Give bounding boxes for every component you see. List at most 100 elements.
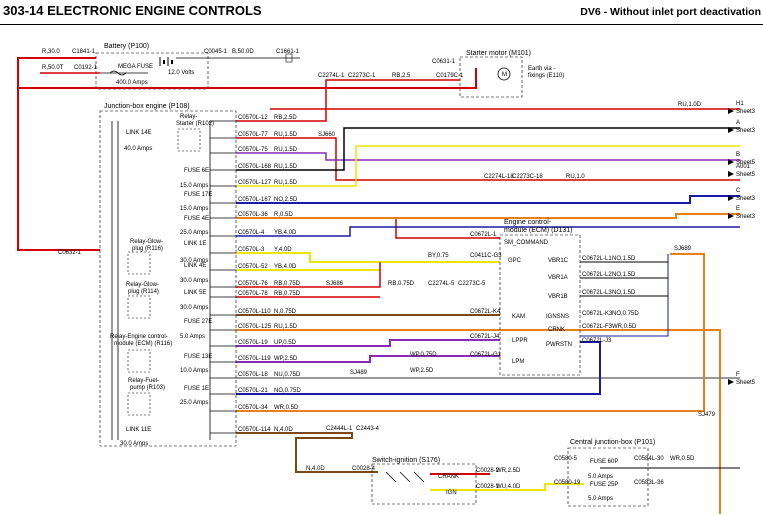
battery-box <box>95 52 209 90</box>
relay-starter-label-1: Relay- <box>180 114 197 120</box>
fuse-amps: 5.0 Amps <box>588 496 613 502</box>
jbox-pin-connector: C0570L-3 <box>238 247 265 253</box>
splice-sj479: SJ479 <box>698 412 716 418</box>
wire-b50: B,50.0D <box>232 49 254 55</box>
fuse-amps: 30.0 Amps <box>180 305 208 311</box>
fuse-name: FUSE 6E <box>184 168 209 174</box>
splice-sj686: SJ686 <box>326 281 344 287</box>
sheet-ref-sheet[interactable]: Sheet3 <box>736 196 756 202</box>
wire-by075: BY,0.75 <box>428 253 449 259</box>
fuse-amps: 40.0 Amps <box>124 146 152 152</box>
wire-wr05c: WR,0.5D <box>670 456 695 462</box>
conn-c0584l: C0584L-30 <box>634 456 664 462</box>
wire-pwrstn <box>236 341 601 395</box>
ecm-pin-ignsns: IGNSNS <box>546 314 569 320</box>
wire-r50: R,50.0T <box>42 65 64 71</box>
jbox-pin-connector: C0570L-75 <box>238 147 268 153</box>
conn-c0632: C0632-1 <box>58 250 82 256</box>
fuse-name: LINK 4E <box>184 263 206 269</box>
sheet-ref-letter: H1 <box>736 101 744 107</box>
jbox-pin-wire: N,0.75D <box>274 309 297 315</box>
sheet-references: H1Sheet3ASheet3BSheet5A001Sheet5CSheet3E… <box>728 101 756 386</box>
page-subtitle: DV6 - Without inlet port deactivation <box>580 6 761 18</box>
fuse-name: FUSE 27E <box>184 319 212 325</box>
fuse-name: FUSE 25P <box>590 482 618 488</box>
wire-no15-l1: NO,1.5D <box>612 256 636 262</box>
sheet-ref-letter: A <box>736 120 740 126</box>
fuse-amps: 30.0 Amps <box>180 258 208 264</box>
sheet-ref-sheet[interactable]: Sheet5 <box>736 160 756 166</box>
fuse-name: LINK 14E <box>126 130 152 136</box>
wire-no15-l3: NO,1.5D <box>612 290 636 296</box>
jbox-pin-connector: C0570L-77 <box>238 132 268 138</box>
fuse-name: FUSE 13E <box>184 354 212 360</box>
conn-c0672-l2: C0672L-L2 <box>582 272 612 278</box>
jbox-pin-connector: C0570L-125 <box>238 324 272 330</box>
conn-c2273-1: C2273C-1 <box>348 73 376 79</box>
conn-c0028-1: C0028-1 <box>476 484 500 490</box>
fuse-amps: 5.0 Amps <box>180 334 205 340</box>
wire-sheet3-c <box>236 195 740 204</box>
mega-fuse-label: MEGA FUSE <box>118 64 153 70</box>
jbox-pin-connector: C0570L-52 <box>238 264 268 270</box>
jbox-pin-connector: C0570L-18 <box>238 372 268 378</box>
conn-c0672-j3: C0672L-J3 <box>582 338 612 344</box>
jbox-pin-wire: RB,0.75D <box>274 281 301 287</box>
ecm-pin-vbr1b: VBR1B <box>548 294 568 300</box>
relay-ecm-label-2: module (ECM) (R116) <box>114 341 172 347</box>
relay-starter: Relay- Starter (R102) <box>176 114 214 152</box>
wire-wr05: WR,0.5D <box>612 324 637 330</box>
wire-no075: NO,0.75D <box>612 311 639 317</box>
conn-c2444-1: C2444L-1 <box>326 426 353 432</box>
conn-c0672-k3: C0672L-K3 <box>582 311 613 317</box>
relay-fuel-label-2: pump (R103) <box>130 385 165 391</box>
sheet-ref-sheet[interactable]: Sheet5 <box>736 380 756 386</box>
ecm-pin-lppr: LPPR <box>512 338 528 344</box>
fuse-amps: 15.0 Amps <box>180 206 208 212</box>
wire-battery-pos <box>17 57 96 88</box>
conn-c0672-l3: C0672L-L3 <box>582 290 612 296</box>
fuse-name: FUSE 1E <box>184 386 209 392</box>
jbox-pin-wire: RU,1.5D <box>274 147 298 153</box>
wire-wu40: WU,4.0D <box>496 484 521 490</box>
jbox-pin-connector: C0570L-119 <box>238 356 271 362</box>
header-rule <box>0 24 763 25</box>
wire-rb075 <box>236 262 381 288</box>
relay-ecm-box <box>127 349 151 373</box>
jbox-pin-connector: C0570L-21 <box>238 388 268 394</box>
sheet-ref-sheet[interactable]: Sheet3 <box>736 214 756 220</box>
jbox-pin-wire: UP,0.5D <box>274 340 297 346</box>
fuse-labels: LINK 14E 40.0 Amps FUSE 6E 15.0 Amps FUS… <box>120 130 618 502</box>
sheet-ref-sheet[interactable]: Sheet3 <box>736 109 756 115</box>
relay-glow1-box <box>127 251 151 275</box>
jbox-pin-connector: C0570L-19 <box>238 340 268 346</box>
ecm-pin-vbr1c: VBR1C <box>548 258 569 264</box>
ecm-pin-lpm: LPM <box>512 359 524 365</box>
jbox-pin-connector: C0570L-12 <box>238 115 268 121</box>
conn-c2274-5: C2274L-5 <box>428 281 455 287</box>
battery-label: Battery (P100) <box>104 43 149 50</box>
jbox-pin-connector: C0570L-36 <box>238 212 268 218</box>
sheet-ref-sheet[interactable]: Sheet3 <box>736 128 756 134</box>
sheet-ref-letter: F <box>736 372 740 378</box>
conn-c0028-2: C0028-2 <box>476 468 500 474</box>
relay-ecm: Relay-Engine control- module (ECM) (R116… <box>110 334 172 373</box>
conn-c0028: C0028-4 <box>352 466 376 472</box>
ign-pin-crank: CRANK <box>438 474 459 480</box>
battery-section: Battery (P100) R,30.0 C1841-1 R,50.0T C0… <box>42 43 300 90</box>
wire-lppr <box>236 339 500 347</box>
relay-ecm-label-1: Relay-Engine control- <box>110 334 168 340</box>
wire-sheet3-e-blue <box>236 226 740 237</box>
fuse-amps: 25.0 Amps <box>180 230 208 236</box>
wire-rb25: RB,2.5 <box>392 73 411 79</box>
ignition-contacts <box>385 471 425 483</box>
fixings-label: fixings (E110) <box>528 73 564 79</box>
wire-ign <box>430 483 584 491</box>
sheet-ref-sheet[interactable]: Sheet5 <box>736 172 756 178</box>
fuse-amps: 10.0 Amps <box>180 368 208 374</box>
ecm-label-1: Engine control- <box>504 219 552 226</box>
jbox-pin-connector: C0570L-114 <box>238 427 271 433</box>
ecm-pin-gpc: GPC <box>508 258 522 264</box>
